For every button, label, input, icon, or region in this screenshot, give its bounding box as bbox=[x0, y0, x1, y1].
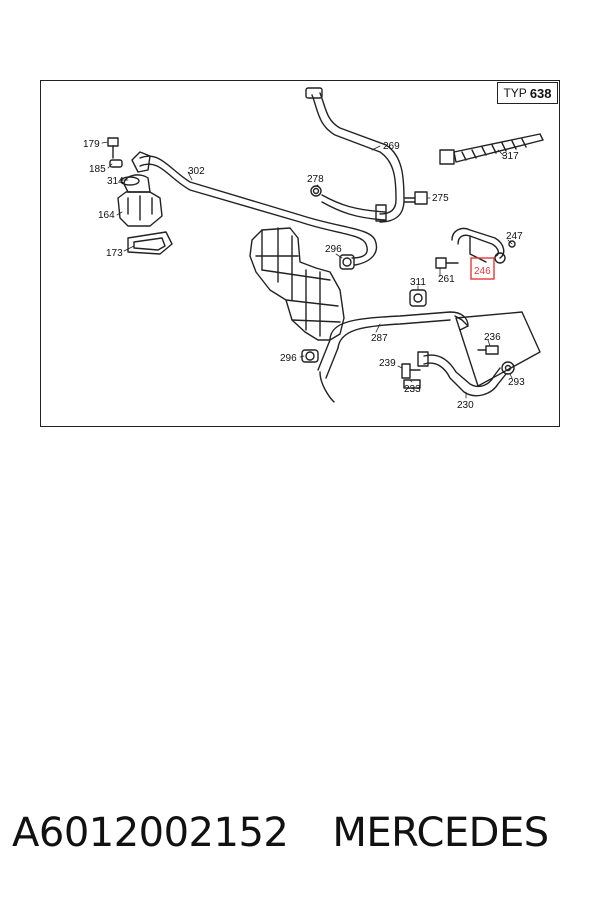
bolt-236 bbox=[477, 345, 499, 355]
product-caption: A6012002152 MERCEDES bbox=[12, 808, 592, 858]
clip-185 bbox=[109, 159, 123, 168]
label-185: 185 bbox=[89, 164, 106, 175]
highlight-box-246 bbox=[470, 257, 495, 280]
diagram-frame bbox=[40, 80, 560, 427]
thermostat-housing-164 bbox=[117, 151, 163, 227]
label-236: 236 bbox=[484, 332, 501, 343]
label-233: 233 bbox=[404, 384, 421, 395]
label-317: 317 bbox=[502, 151, 519, 162]
leader-lines bbox=[101, 141, 513, 399]
type-value: 638 bbox=[529, 85, 552, 101]
label-302: 302 bbox=[188, 166, 205, 177]
label-311: 311 bbox=[410, 277, 426, 288]
pump-body bbox=[249, 227, 345, 341]
pipe-246 bbox=[451, 227, 516, 264]
clip-239 bbox=[401, 363, 421, 379]
label-296-top: 296 bbox=[325, 244, 342, 255]
label-314: 314 bbox=[107, 176, 124, 187]
type-label: TYP bbox=[503, 86, 527, 100]
clip-233 bbox=[403, 379, 421, 389]
hose-230 bbox=[417, 311, 541, 397]
label-179: 179 bbox=[83, 139, 100, 150]
clamp-296-bottom bbox=[301, 349, 319, 363]
mount-311 bbox=[409, 289, 427, 307]
cable-tie-317 bbox=[439, 133, 544, 165]
hose-269 bbox=[305, 87, 405, 223]
hose-287 bbox=[317, 311, 469, 403]
label-269: 269 bbox=[383, 141, 400, 152]
part-number: A6012002152 bbox=[12, 810, 289, 856]
label-230: 230 bbox=[457, 400, 474, 411]
hose-302 bbox=[139, 155, 378, 266]
label-293: 293 bbox=[508, 377, 525, 388]
bolt-261 bbox=[435, 257, 459, 269]
label-246: 246 bbox=[474, 266, 491, 277]
label-173: 173 bbox=[106, 248, 123, 259]
hose-278 bbox=[310, 185, 387, 222]
label-275: 275 bbox=[432, 193, 449, 204]
label-239: 239 bbox=[379, 358, 396, 369]
clamp-296-top bbox=[339, 254, 355, 270]
brand-name: MERCEDES bbox=[332, 810, 549, 856]
label-164: 164 bbox=[98, 210, 115, 221]
bolt-275 bbox=[404, 191, 428, 205]
label-287: 287 bbox=[371, 333, 388, 344]
bolt-179 bbox=[107, 137, 119, 159]
label-247: 247 bbox=[506, 231, 523, 242]
seal-314 bbox=[120, 176, 140, 186]
vehicle-type-box: TYP 638 bbox=[497, 82, 558, 104]
label-261: 261 bbox=[438, 274, 455, 285]
label-296-bottom: 296 bbox=[280, 353, 297, 364]
gasket-173 bbox=[127, 231, 173, 255]
label-278: 278 bbox=[307, 174, 324, 185]
clamp-293 bbox=[501, 361, 515, 375]
